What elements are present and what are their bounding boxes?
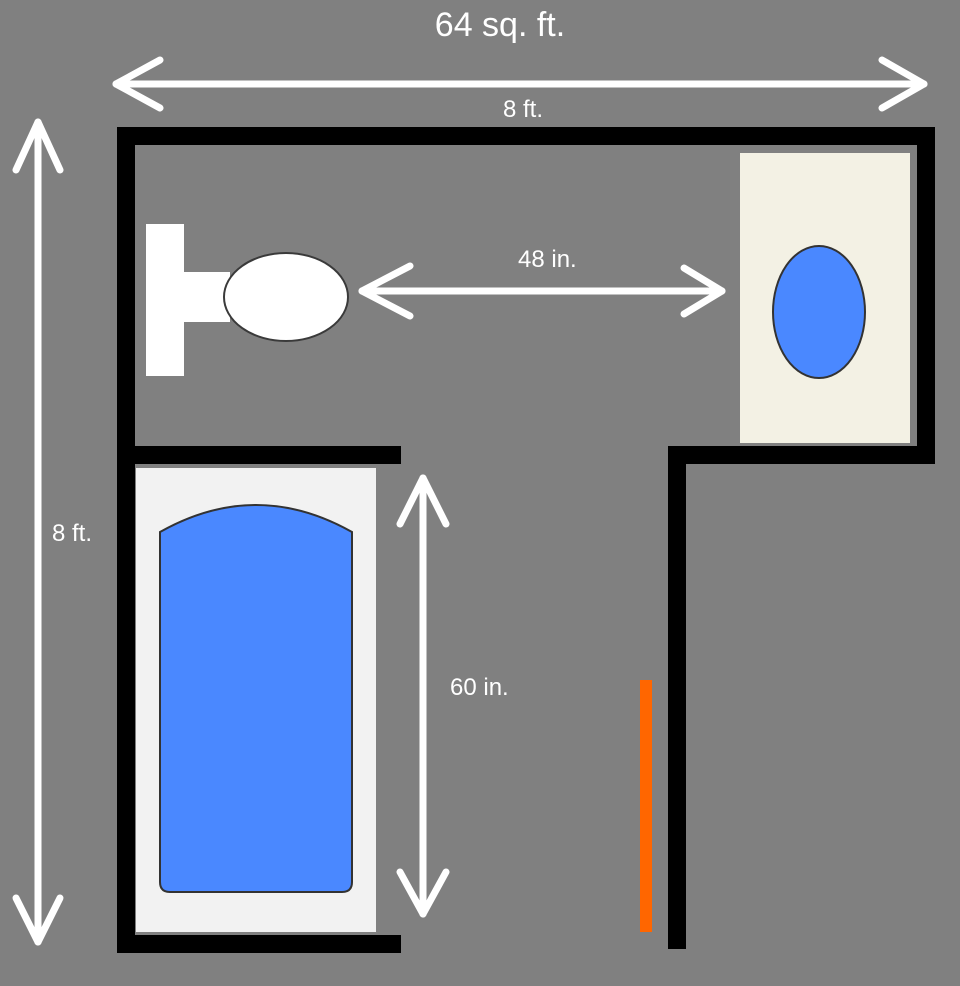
toilet-bowl: [223, 252, 349, 342]
bathtub: [136, 468, 376, 932]
toilet: [146, 224, 349, 376]
vanity-sink-basin: [772, 245, 866, 379]
left-height-arrow: [12, 118, 64, 946]
tub-basin: [159, 504, 353, 893]
walls: [117, 127, 935, 953]
toilet-neck: [182, 272, 230, 322]
top-width-label: 8 ft.: [502, 96, 544, 123]
area-label: 64 sq. ft.: [434, 6, 566, 44]
left-height-label: 8 ft.: [52, 520, 93, 547]
toilet-tank: [146, 224, 184, 376]
toilet-to-vanity-clearance-label: 48 in.: [518, 246, 577, 273]
vanity: [740, 153, 910, 443]
tub-length-arrow: [396, 474, 450, 918]
top-width-arrow: [112, 56, 928, 112]
tub-length-label: 60 in.: [450, 674, 509, 701]
dimension-arrows: [12, 56, 928, 946]
door: [640, 680, 652, 932]
top-and-right-upper-wall: [117, 127, 935, 949]
clearance-arrow: [358, 262, 726, 320]
